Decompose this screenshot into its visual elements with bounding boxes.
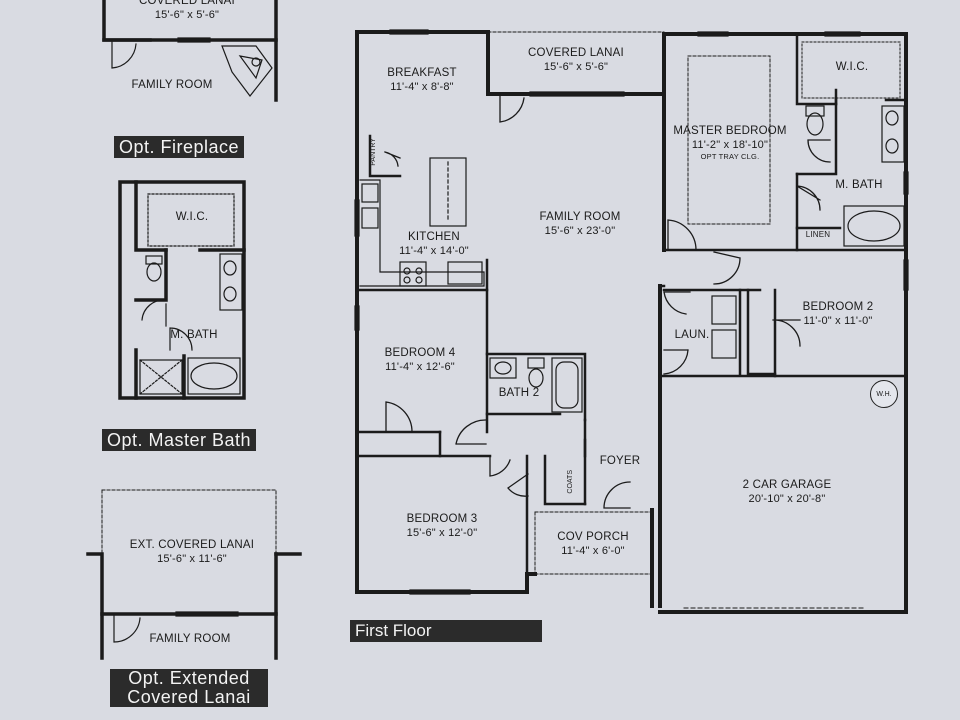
- main-interior-walls: [355, 32, 908, 594]
- coats-label: COATS: [567, 470, 574, 494]
- fireplace-lanai-label: COVERED LANAI 15'-6" x 5'-6": [139, 0, 235, 21]
- master-bedroom-label: MASTER BEDROOM 11'-2" x 18'-10" OPT TRAY…: [673, 125, 787, 161]
- bedroom4-label: BEDROOM 4 11'-4" x 12'-6": [384, 347, 456, 373]
- master-bath-inset-walls: [118, 180, 246, 400]
- foyer-label: FOYER: [599, 455, 641, 467]
- cov-porch-label: COV PORCH 11'-4" x 6'-0": [557, 531, 629, 557]
- bedroom3-label: BEDROOM 3 15'-6" x 12'-0": [406, 513, 478, 539]
- bath2-label: BATH 2: [498, 387, 540, 399]
- ext-lanai-label: EXT. COVERED LANAI 15'-6" x 11'-6": [129, 539, 255, 565]
- garage-label: 2 CAR GARAGE 20'-10" x 20'-8": [742, 479, 832, 505]
- linen-label: LINEN: [805, 230, 831, 239]
- kitchen-fixtures: [359, 157, 485, 287]
- kitchen-label: KITCHEN 11'-4" x 14'-0": [399, 231, 469, 257]
- ext-lanai-family-room-label: FAMILY ROOM: [149, 633, 231, 645]
- family-room-label: FAMILY ROOM 15'-6" x 23'-0": [539, 211, 621, 237]
- water-heater: W.H.: [870, 380, 898, 408]
- fireplace-inset-walls: [102, 0, 278, 102]
- master-bath-fixtures: [805, 105, 905, 247]
- opt-bath-wic-label: W.I.C.: [175, 211, 209, 223]
- wic-label: W.I.C.: [835, 61, 869, 73]
- doors: [384, 93, 831, 509]
- covered-lanai-label: COVERED LANAI 15'-6" x 5'-6": [528, 47, 624, 73]
- opt-extended-lanai-title: Opt. Extended Covered Lanai: [110, 669, 268, 707]
- opt-fireplace-title: Opt. Fireplace: [114, 136, 245, 158]
- fireplace-family-room-label: FAMILY ROOM: [131, 79, 213, 91]
- bedroom2-label: BEDROOM 2 11'-0" x 11'-0": [802, 301, 874, 327]
- breakfast-label: BREAKFAST 11'-4" x 8'-8": [387, 67, 457, 93]
- laundry-label: LAUN.: [674, 329, 710, 341]
- first-floor-title: First Floor: [350, 620, 542, 642]
- windows: [354, 29, 909, 595]
- opt-master-bath-title: Opt. Master Bath: [102, 429, 257, 451]
- pantry-label: PANTRY: [370, 138, 377, 166]
- ext-lanai-inset-walls: [86, 552, 302, 660]
- master-bath-label: M. BATH: [835, 179, 883, 191]
- bath2-fixtures: [489, 357, 583, 413]
- opt-bath-m-bath-label: M. BATH: [170, 329, 218, 341]
